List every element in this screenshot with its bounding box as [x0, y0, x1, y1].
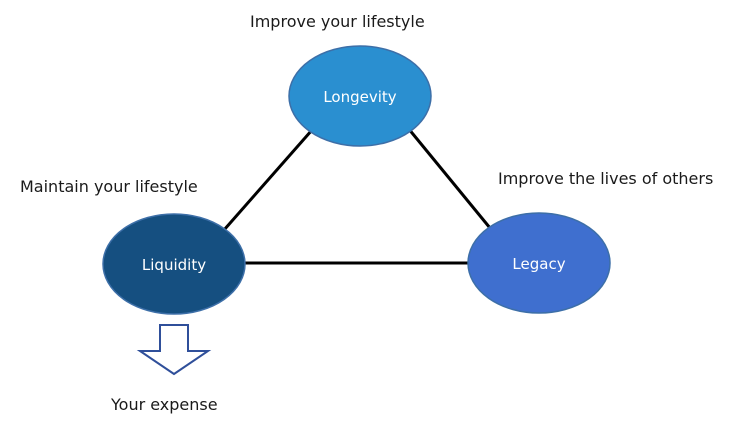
node-legacy-shape	[467, 212, 611, 314]
node-longevity-label: Longevity	[323, 88, 396, 106]
node-longevity: Longevity	[288, 45, 432, 147]
node-liquidity-label: Liquidity	[142, 256, 206, 274]
edge-liquidity-longevity	[222, 129, 314, 231]
edge-longevity-legacy	[406, 127, 492, 229]
down-arrow-outline-icon	[136, 324, 212, 376]
node-legacy-label: Legacy	[512, 255, 565, 273]
node-legacy: Legacy	[467, 212, 611, 314]
caption-longevity: Improve your lifestyle	[250, 12, 425, 31]
caption-liquidity: Maintain your lifestyle	[20, 177, 198, 196]
node-liquidity: Liquidity	[102, 213, 246, 315]
caption-legacy: Improve the lives of others	[498, 169, 714, 188]
caption-expense: Your expense	[111, 395, 218, 414]
node-longevity-shape	[288, 45, 432, 147]
node-liquidity-shape	[102, 213, 246, 315]
